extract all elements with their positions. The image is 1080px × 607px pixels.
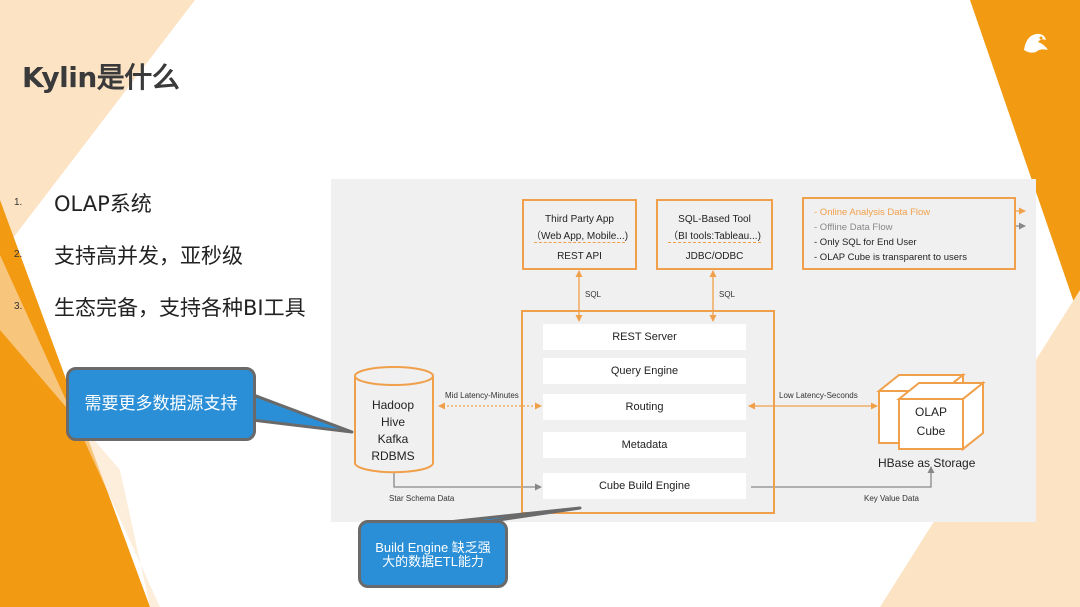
list-number: 1.: [14, 197, 23, 208]
kylin-engine-box: [521, 310, 775, 514]
olap-cube-icon: [876, 372, 986, 452]
star-schema-arrow: [393, 472, 542, 491]
cube-label-olap: OLAP: [914, 405, 947, 419]
callout-datasource-text: 需要更多数据源支持: [84, 394, 238, 413]
callout-build-line2: 大的数据ETL能力: [382, 554, 484, 569]
source-hive: Hive: [380, 415, 405, 429]
legend-offline: - Offline Data Flow: [814, 222, 893, 233]
key-value-arrow: [751, 466, 935, 488]
sql-tool-subtitle: （BI tools:Tableau...): [668, 231, 761, 242]
dashed-divider: [534, 242, 625, 243]
bg-shape-top-left-light: [0, 0, 195, 255]
engine-row-query-engine: Query Engine: [543, 358, 746, 384]
engine-row-metadata: Metadata: [543, 432, 746, 458]
list-number: 3.: [14, 301, 23, 312]
dashed-divider: [668, 242, 761, 243]
rest-api-label: REST API: [557, 251, 602, 262]
data-source-cylinder: [354, 366, 434, 474]
storage-label: HBase as Storage: [878, 456, 976, 470]
source-kafka: Kafka: [377, 432, 409, 446]
list-text: 支持高并发，亚秒级: [54, 244, 243, 268]
diagram-connectors: [354, 207, 1026, 491]
slide-title: Kylin是什么: [22, 61, 180, 94]
legend-sql-only: - Only SQL for End User: [814, 237, 917, 248]
kylin-logo-icon: [1015, 23, 1057, 65]
list-text: OLAP系统: [54, 192, 152, 216]
list-number: 2.: [14, 249, 23, 260]
key-value-label: Key Value Data: [864, 494, 919, 503]
sql-label-right: SQL: [719, 290, 736, 299]
sql-tool-title: SQL-Based Tool: [678, 214, 751, 225]
legend-box: - Online Analysis Data Flow - Offline Da…: [802, 197, 1016, 270]
third-party-title: Third Party App: [545, 214, 614, 225]
sql-tool-box: SQL-Based Tool （BI tools:Tableau...) JDB…: [656, 199, 773, 270]
jdbc-odbc-label: JDBC/ODBC: [685, 251, 744, 262]
engine-row-routing: Routing: [543, 394, 746, 420]
callout-build-engine: Build Engine 缺乏强 大的数据ETL能力: [358, 520, 508, 588]
legend-online: - Online Analysis Data Flow: [814, 207, 931, 218]
source-rdbms: RDBMS: [371, 449, 415, 463]
callout-build-line1: Build Engine 缺乏强: [375, 540, 491, 555]
list-text: 生态完备，支持各种BI工具: [54, 296, 306, 320]
kylin-architecture-diagram: Third Party App （Web App, Mobile...) RES…: [331, 179, 1036, 522]
bg-shape-top-right: [970, 0, 1080, 320]
sql-label-left: SQL: [585, 290, 602, 299]
low-latency-label: Low Latency-Seconds: [779, 391, 858, 400]
engine-row-cube-build: Cube Build Engine: [543, 473, 746, 499]
legend-transparent: - OLAP Cube is transparent to users: [814, 252, 967, 263]
cube-label-cube: Cube: [916, 424, 946, 438]
star-schema-label: Star Schema Data: [389, 494, 455, 503]
third-party-app-box: Third Party App （Web App, Mobile...) RES…: [522, 199, 637, 270]
mid-latency-label: Mid Latency-Minutes: [445, 391, 519, 400]
callout-datasource: 需要更多数据源支持: [66, 367, 256, 441]
third-party-subtitle: （Web App, Mobile...): [530, 231, 629, 242]
engine-row-rest-server: REST Server: [543, 324, 746, 350]
source-hadoop: Hadoop: [371, 398, 415, 412]
